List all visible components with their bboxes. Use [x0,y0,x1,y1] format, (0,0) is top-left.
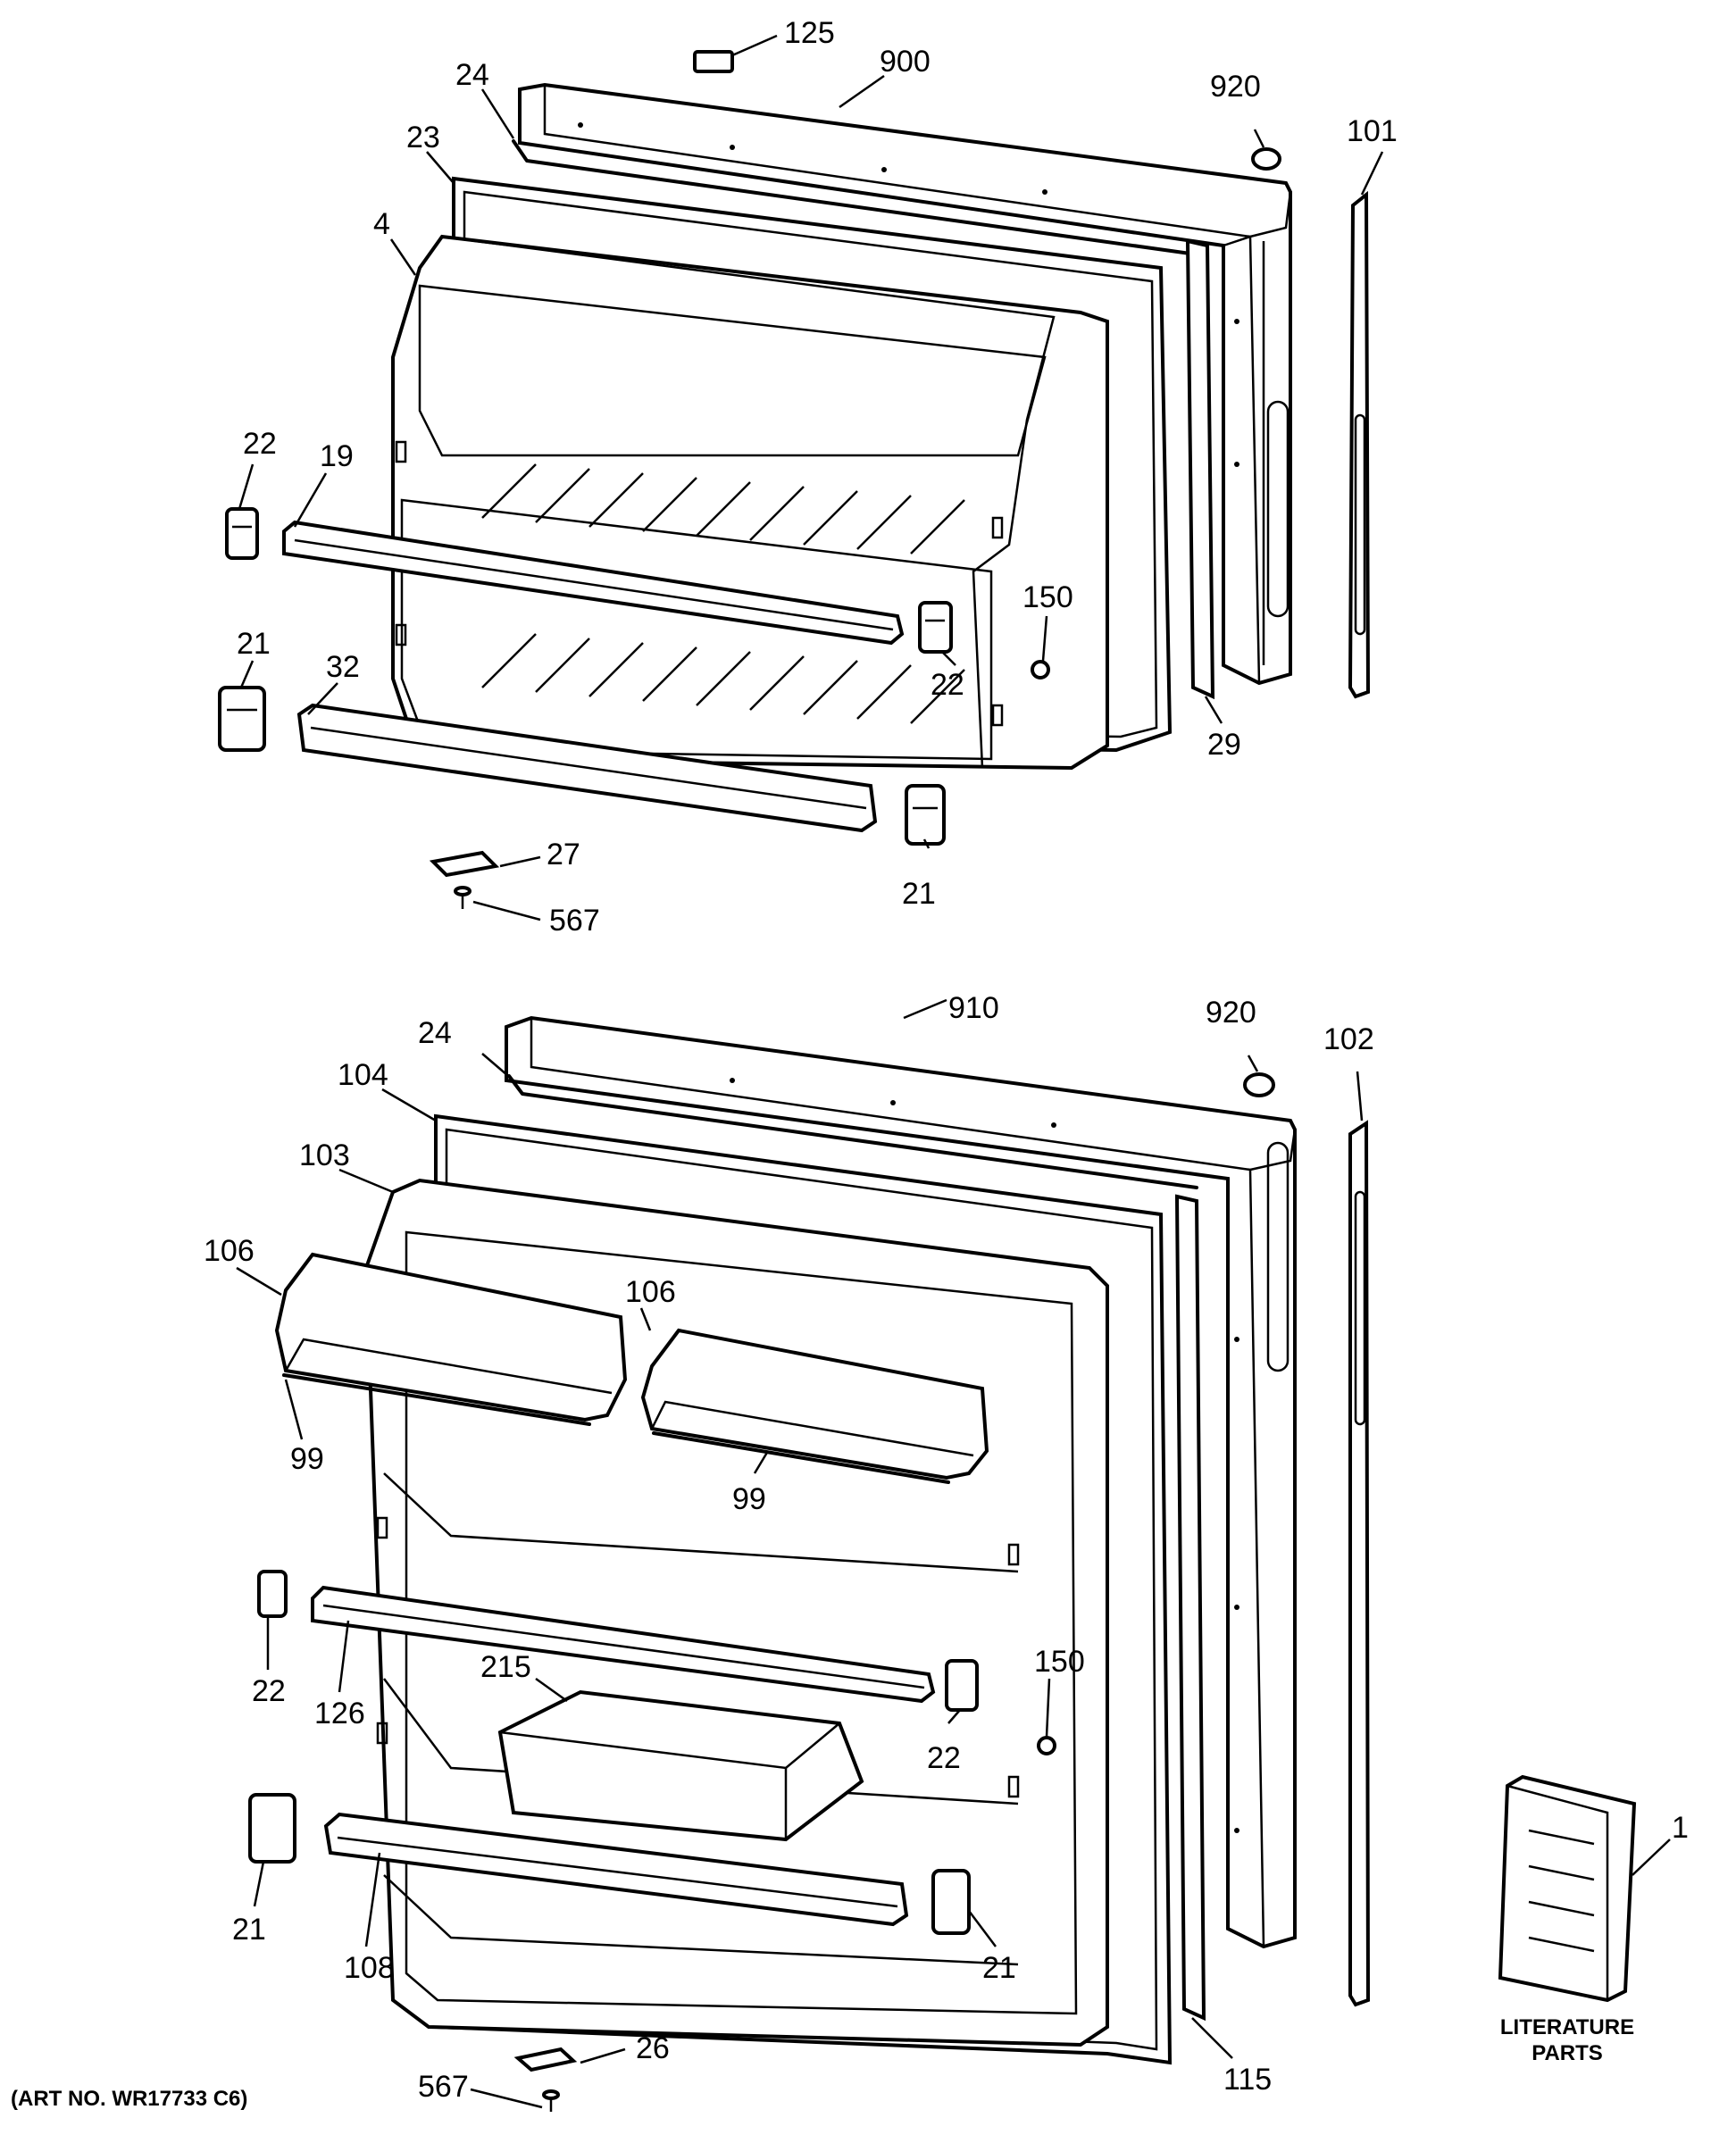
freezer-upper-shelf-bar [282,520,905,646]
callout-24-lower: 24 [418,1016,452,1050]
art-number-caption: (ART NO. WR17733 C6) [11,2087,247,2111]
freezer-shelf-clip-right-upper [918,601,953,654]
callout-920-upper: 920 [1210,70,1261,104]
fresh-food-hinge-cap [1243,1072,1275,1097]
dairy-bin-left [274,1252,628,1422]
fresh-food-gasket-strip [507,1074,1198,1189]
callout-21-upper-left: 21 [237,627,271,661]
callout-115: 115 [1223,2063,1272,2097]
callout-21-lower-right: 21 [982,1951,1016,1985]
leader-lines [236,34,1671,2109]
freezer-lower-shelf-bar [296,703,878,833]
fresh-food-door-seal-strip [1174,1194,1206,2022]
callout-108: 108 [344,1951,395,1985]
callout-106-left: 106 [204,1234,255,1268]
callout-215: 215 [480,1650,531,1684]
fresh-food-door-assembly [248,1015,1371,2112]
callout-26: 26 [636,2031,670,2065]
callout-4: 4 [373,207,390,241]
freezer-handle-trim [1348,190,1371,699]
callout-19: 19 [320,439,354,473]
literature-caption-line1: LITERATURE [1500,2015,1634,2039]
callout-106-right: 106 [625,1275,676,1309]
freezer-gasket-strip [512,139,1198,256]
fresh-food-hinge-plate [513,2047,578,2072]
freezer-outer-door-panel [518,82,1292,686]
callout-104: 104 [338,1058,388,1092]
fresh-food-hinge-screw [542,2089,560,2112]
fresh-food-shelf-clip-left-upper [257,1570,288,1618]
literature-booklet [1498,1774,1637,2003]
callout-32: 32 [326,650,360,684]
fresh-food-lower-shelf-bar [323,1812,909,1927]
callout-101: 101 [1347,114,1398,148]
freezer-door-seal-strip [1185,238,1215,700]
callout-126: 126 [314,1697,365,1730]
dairy-bin-trim-left [282,1373,591,1426]
freezer-hinge-screw [454,886,472,909]
callout-910: 910 [948,991,999,1025]
freezer-shelf-clip-left-lower [218,686,266,752]
callout-102: 102 [1323,1022,1374,1056]
callout-22-upper-left: 22 [243,427,277,461]
freezer-hinge-plate [429,850,500,878]
callout-99-left: 99 [290,1442,324,1476]
callout-103: 103 [299,1138,350,1172]
freezer-door-liner [391,234,1109,771]
freezer-shelf-clip-right-lower [905,784,946,846]
callout-22-lower-left: 22 [252,1674,286,1708]
callout-567-lower: 567 [418,2070,469,2104]
fresh-food-plug [1037,1736,1056,1755]
callout-22-lower-right: 22 [927,1741,961,1775]
fresh-food-door-bin [497,1689,864,1842]
fresh-food-outer-door-panel [505,1015,1297,1949]
freezer-door-assembly [218,50,1371,909]
callout-125: 125 [784,16,835,50]
callout-labels: 125 900 920 101 24 23 4 22 19 150 22 21 … [204,16,1689,2104]
fresh-food-shelf-clip-right-lower [931,1869,971,1935]
fresh-food-handle-trim [1348,1120,1371,2007]
freezer-shelf-clip-left-upper [225,507,259,560]
callout-29: 29 [1207,728,1241,762]
freezer-shelf-ribs [481,463,965,724]
freezer-label [693,50,734,73]
callout-24-upper: 24 [455,58,489,92]
fresh-food-shelf-clip-left-lower [248,1793,296,1864]
callout-150-upper: 150 [1022,580,1073,614]
fresh-food-shelf-clip-right-upper [945,1659,979,1712]
callout-99-right: 99 [732,1482,766,1516]
callout-900: 900 [880,45,931,79]
literature-caption-line2: PARTS [1532,2041,1603,2065]
callout-1: 1 [1672,1811,1689,1845]
callout-22-upper-right: 22 [931,668,964,702]
freezer-hinge-cap [1251,147,1281,171]
callout-23: 23 [406,121,440,154]
fresh-food-upper-shelf-bar [311,1585,936,1704]
dairy-bin-trim-right [652,1431,950,1484]
callout-21-lower-left: 21 [232,1913,266,1947]
dairy-bin-right [640,1328,989,1480]
callout-567-upper: 567 [549,904,600,938]
callout-27: 27 [547,838,580,871]
callout-21-upper-right: 21 [902,877,936,911]
callout-150-lower: 150 [1034,1645,1085,1679]
freezer-plug [1031,660,1050,680]
callout-920-lower: 920 [1206,996,1256,1030]
